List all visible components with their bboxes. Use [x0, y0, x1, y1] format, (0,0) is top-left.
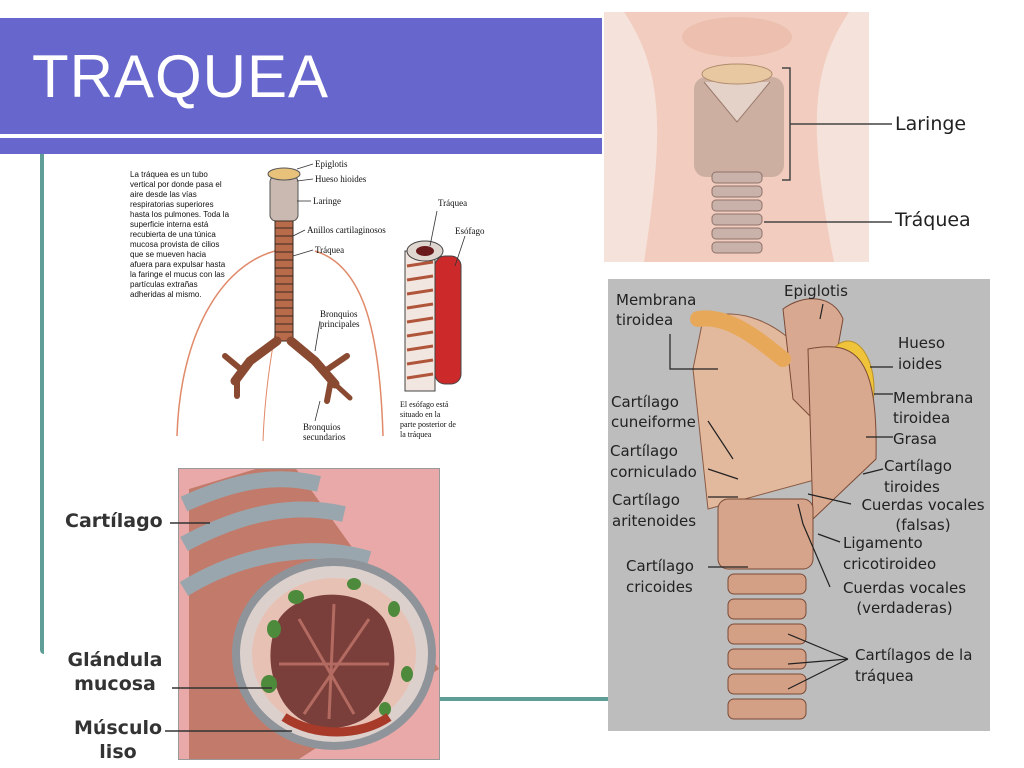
label-epiglotis: Epiglotis	[315, 159, 348, 169]
label-membrana-tiroidea-left: Membrana tiroidea	[616, 291, 697, 329]
label-ligamento: Ligamento cricotiroideo	[843, 534, 937, 573]
label-cartilago-aritenoides: Cartílago aritenoides	[612, 491, 697, 530]
label-bronquios-secundarios: Bronquios secundarios	[303, 422, 346, 442]
label-cartilago-tiroides: Cartílago tiroides	[884, 457, 952, 496]
label-membrana-tiroidea-right: Membrana tiroidea	[893, 389, 974, 427]
trachea-section-illustration	[179, 469, 439, 759]
larynx-illustration	[669, 298, 893, 720]
label-cartilago-cuneiforme: Cartílago cuneiforme	[611, 393, 696, 431]
title-band	[0, 138, 602, 154]
label-glandula-mucosa: Glándula mucosa	[67, 649, 163, 695]
label-traquea-side: Tráquea	[438, 198, 468, 208]
label-hueso-hioides: Hueso hioides	[315, 174, 367, 184]
label-cartilago-corniculado: Cartílago corniculado	[610, 442, 697, 481]
label-cartilagos-traquea: Cartílagos de la tráquea	[855, 646, 973, 685]
label-epiglotis-larynx: Epiglotis	[784, 282, 848, 300]
slide-title: TRAQUEA	[32, 43, 330, 110]
label-esofago: Esófago	[455, 226, 485, 236]
neck-illustration	[624, 12, 869, 262]
frame-horizontal-line	[440, 697, 610, 701]
label-cartilago-section: Cartílago	[65, 510, 163, 532]
label-traquea-neck: Tráquea	[895, 209, 971, 231]
label-cuerdas-verdaderas: Cuerdas vocales (verdaderas)	[842, 579, 967, 617]
label-laringe: Laringe	[313, 196, 341, 206]
label-cartilago-cricoides: Cartílago cricoides	[626, 557, 694, 596]
trachea-description: La tráquea es un tubo vertical por donde…	[130, 170, 230, 299]
label-anillos: Anillos cartilaginosos	[307, 225, 386, 235]
label-esofago-note: El esófago está situado en la parte post…	[400, 400, 456, 439]
larynx-diagram	[608, 279, 990, 731]
title-divider	[0, 134, 602, 138]
label-cuerdas-falsas: Cuerdas vocales (falsas)	[861, 496, 985, 534]
trachea-section-diagram	[178, 468, 440, 760]
label-bronquios-principales: Bronquios principales	[320, 309, 360, 329]
label-hueso-ioides: Hueso ioides	[898, 334, 946, 373]
respiratory-diagram: La tráquea es un tubo vertical por donde…	[125, 156, 500, 446]
label-laringe-neck: Laringe	[895, 113, 967, 135]
respiratory-illustration	[176, 163, 466, 442]
frame-vertical-line	[40, 154, 44, 654]
label-grasa: Grasa	[893, 430, 937, 448]
label-traquea: Tráquea	[315, 245, 345, 255]
label-musculo-liso: Músculo liso	[73, 717, 163, 763]
title-bar	[0, 18, 602, 134]
neck-diagram	[604, 12, 869, 262]
